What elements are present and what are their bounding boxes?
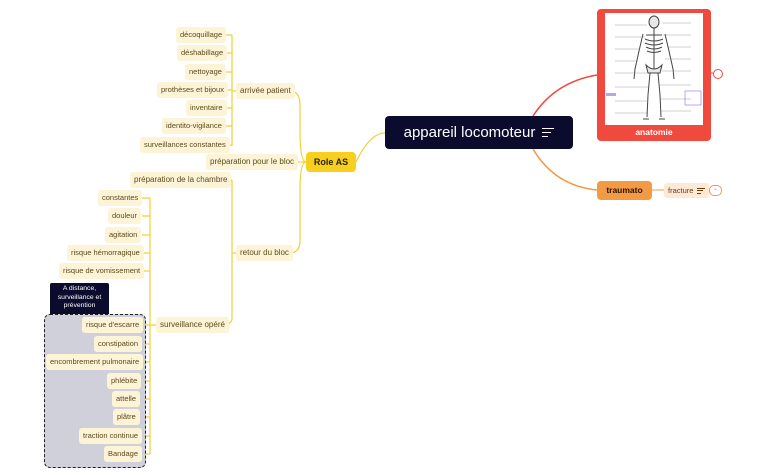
- leaf-traction-continue[interactable]: traction continue: [79, 428, 143, 444]
- leaf-protheses-bijoux[interactable]: prothèses et bijoux: [157, 82, 228, 98]
- leaf-douleur[interactable]: douleur: [108, 208, 142, 224]
- leaf-constipation[interactable]: constipation: [94, 336, 143, 352]
- leaf-attelle[interactable]: attelle: [112, 391, 141, 407]
- leaf-surveillances-constantes[interactable]: surveillances constantes: [140, 137, 230, 153]
- traumato-topic[interactable]: traumato: [597, 181, 652, 200]
- boundary-title[interactable]: A distance, surveillance et prévention: [50, 283, 109, 314]
- fracture-label: fracture: [668, 186, 694, 195]
- leaf-risque-hemorragique[interactable]: risque hémorragique: [67, 245, 144, 261]
- skeleton-anatomy-image: [605, 13, 703, 125]
- leaf-identito-vigilance[interactable]: identito-vigilance: [162, 118, 226, 134]
- notes-icon[interactable]: [542, 125, 555, 140]
- branch-preparation-chambre[interactable]: préparation de la chambre: [130, 172, 232, 188]
- leaf-bandage[interactable]: Bandage: [104, 446, 143, 462]
- branch-arrivee-patient[interactable]: arrivée patient: [236, 83, 295, 99]
- central-topic-label: appareil locomoteur: [403, 124, 536, 141]
- leaf-risque-escarre[interactable]: risque d'escarre: [82, 317, 144, 333]
- leaf-encombrement-pulmonaire[interactable]: encombrement pulmonaire: [46, 354, 144, 370]
- leaf-platre[interactable]: plâtre: [113, 409, 140, 425]
- branch-preparation-bloc[interactable]: préparation pour le bloc: [206, 154, 299, 170]
- notes-icon[interactable]: [697, 186, 706, 195]
- leaf-inventaire[interactable]: inventaire: [186, 100, 227, 116]
- leaf-agitation[interactable]: agitation: [105, 227, 142, 243]
- leaf-risque-vomissement[interactable]: risque de vomissement: [59, 263, 145, 279]
- leaf-nettoyage[interactable]: nettoyage: [185, 64, 226, 80]
- anatomie-label: anatomie: [635, 127, 673, 137]
- anatomie-topic[interactable]: anatomie: [597, 9, 711, 141]
- role-as-topic[interactable]: Role AS: [306, 152, 356, 172]
- central-topic[interactable]: appareil locomoteur: [385, 116, 573, 149]
- leaf-deshabillage[interactable]: déshabillage: [177, 45, 228, 61]
- collapse-toggle-icon[interactable]: [713, 69, 723, 79]
- leaf-phlebite[interactable]: phlébite: [107, 373, 142, 389]
- expand-badge-icon[interactable]: +: [709, 185, 722, 196]
- branch-surveillance-opere[interactable]: surveillance opéré: [156, 317, 229, 333]
- branch-retour-bloc[interactable]: retour du bloc: [236, 245, 293, 261]
- leaf-constantes[interactable]: constantes: [98, 190, 143, 206]
- leaf-decoquillage[interactable]: décoquillage: [176, 27, 227, 43]
- fracture-topic[interactable]: fracture: [664, 183, 710, 198]
